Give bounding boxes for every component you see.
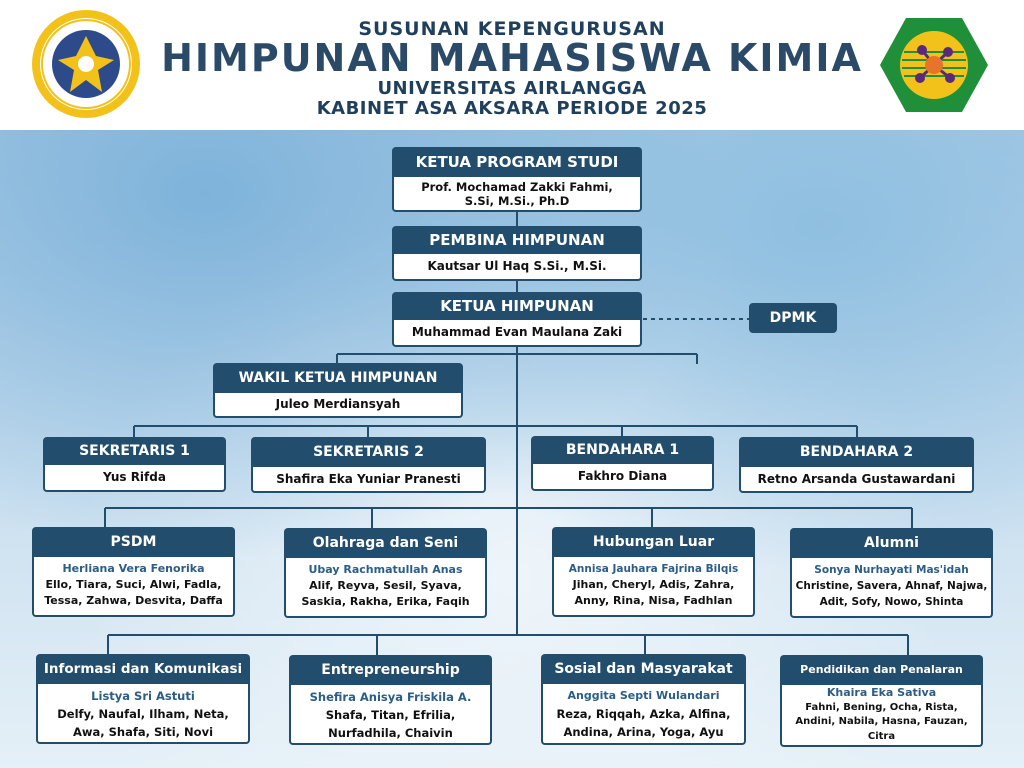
- wakil-title: WAKIL KETUA HIMPUNAN: [213, 363, 463, 393]
- ketua-name: Muhammad Evan Maulana Zaki: [392, 320, 642, 347]
- sekretaris-2-title: SEKRETARIS 2: [251, 437, 486, 467]
- division-lead: Herliana Vera Fenorika: [62, 562, 205, 575]
- division-title: Alumni: [790, 528, 993, 558]
- division-hubungan-luar: Hubungan Luar Annisa Jauhara Fajrina Bil…: [552, 527, 755, 617]
- division-body: Ubay Rachmatullah Anas Alif, Reyva, Sesi…: [284, 558, 487, 618]
- division-body: Herliana Vera Fenorika Ello, Tiara, Suci…: [32, 557, 235, 617]
- division-lead: Shefira Anisya Friskila A.: [309, 690, 472, 704]
- division-lead: Khaira Eka Sativa: [826, 686, 937, 699]
- division-title: PSDM: [32, 527, 235, 557]
- bendahara-1-name: Fakhro Diana: [531, 464, 714, 491]
- sekretaris-1-name: Yus Rifda: [43, 465, 226, 492]
- division-members-line: Tessa, Zahwa, Desvita, Daffa: [44, 594, 223, 607]
- division-members-line: Ello, Tiara, Suci, Alwi, Fadla,: [45, 578, 222, 591]
- header-line-3: UNIVERSITAS AIRLANGGA: [377, 78, 647, 99]
- bendahara-2-title: BENDAHARA 2: [739, 437, 974, 467]
- sekretaris-1-box: SEKRETARIS 1 Yus Rifda: [43, 437, 226, 492]
- division-members-line: Fahni, Bening, Ocha, Rista,: [805, 701, 958, 713]
- division-body: Khaira Eka Sativa Fahni, Bening, Ocha, R…: [780, 685, 983, 747]
- division-members-line: Jihan, Cheryl, Adis, Zahra,: [572, 578, 735, 591]
- division-body: Sonya Nurhayati Mas'idah Christine, Save…: [790, 558, 993, 618]
- division-members-line: Alif, Reyva, Sesil, Syava,: [309, 579, 462, 592]
- division-body: Anggita Septi Wulandari Reza, Riqqah, Az…: [541, 684, 746, 745]
- division-title: Pendidikan dan Penalaran: [780, 655, 983, 685]
- wakil-box: WAKIL KETUA HIMPUNAN Juleo Merdiansyah: [213, 363, 463, 418]
- division-members-line: Awa, Shafa, Siti, Novi: [72, 725, 214, 739]
- division-members-line: Andina, Arina, Yoga, Ayu: [563, 725, 724, 739]
- header-line-4: KABINET ASA AKSARA PERIODE 2025: [316, 98, 708, 119]
- division-members-line: Delfy, Naufal, Ilham, Neta,: [57, 707, 229, 721]
- division-members-line: Christine, Savera, Ahnaf, Najwa,: [795, 580, 988, 592]
- sekretaris-1-title: SEKRETARIS 1: [43, 437, 226, 465]
- kaprodi-title: KETUA PROGRAM STUDI: [392, 147, 642, 177]
- division-members-line: Reza, Riqqah, Azka, Alfina,: [556, 707, 731, 721]
- division-members-line: Adit, Sofy, Nowo, Shinta: [819, 596, 964, 608]
- division-body: Listya Sri Astuti Delfy, Naufal, Ilham, …: [36, 684, 250, 744]
- bendahara-2-box: BENDAHARA 2 Retno Arsanda Gustawardani: [739, 437, 974, 493]
- bendahara-1-title: BENDAHARA 1: [531, 436, 714, 464]
- division-title: Hubungan Luar: [552, 527, 755, 557]
- division-title: Sosial dan Masyarakat: [541, 654, 746, 684]
- ketua-box: KETUA HIMPUNAN Muhammad Evan Maulana Zak…: [392, 292, 642, 347]
- division-title: Olahraga dan Seni: [284, 528, 487, 558]
- division-members-line: Shafa, Titan, Efrilia,: [325, 708, 456, 722]
- division-title: Informasi dan Komunikasi: [36, 654, 250, 684]
- division-lead: Anggita Septi Wulandari: [567, 689, 720, 702]
- division-body: Shefira Anisya Friskila A. Shafa, Titan,…: [289, 685, 492, 745]
- division-alumni: Alumni Sonya Nurhayati Mas'idah Christin…: [790, 528, 993, 618]
- division-members-line: Saskia, Rakha, Erika, Faqih: [301, 595, 470, 608]
- division-lead: Annisa Jauhara Fajrina Bilqis: [568, 563, 739, 575]
- ketua-title: KETUA HIMPUNAN: [392, 292, 642, 320]
- division-members-line: Anny, Rina, Nisa, Fadhlan: [574, 594, 733, 607]
- division-members-line: Nurfadhila, Chaivin: [328, 726, 453, 740]
- division-psdm: PSDM Herliana Vera Fenorika Ello, Tiara,…: [32, 527, 235, 617]
- division-body: Annisa Jauhara Fajrina Bilqis Jihan, Che…: [552, 557, 755, 617]
- dpmk-box: DPMK: [749, 303, 837, 333]
- pembina-name: Kautsar Ul Haq S.Si., M.Si.: [392, 254, 642, 281]
- sekretaris-2-name: Shafira Eka Yuniar Pranesti: [251, 467, 486, 493]
- wakil-name: Juleo Merdiansyah: [213, 393, 463, 418]
- kaprodi-box: KETUA PROGRAM STUDI Prof. Mochamad Zakki…: [392, 147, 642, 212]
- pembina-title: PEMBINA HIMPUNAN: [392, 226, 642, 254]
- division-members-line: Andini, Nabila, Hasna, Fauzan,: [795, 716, 968, 727]
- university-seal-logo: [32, 10, 140, 118]
- division-olahraga-seni: Olahraga dan Seni Ubay Rachmatullah Anas…: [284, 528, 487, 618]
- division-lead: Sonya Nurhayati Mas'idah: [814, 564, 969, 576]
- division-infokom: Informasi dan Komunikasi Listya Sri Astu…: [36, 654, 250, 744]
- division-title: Entrepreneurship: [289, 655, 492, 685]
- sekretaris-2-box: SEKRETARIS 2 Shafira Eka Yuniar Pranesti: [251, 437, 486, 493]
- header: SUSUNAN KEPENGURUSAN HIMPUNAN MAHASISWA …: [0, 0, 1024, 130]
- kaprodi-name: Prof. Mochamad Zakki Fahmi, S.Si, M.Si.,…: [392, 177, 642, 212]
- division-lead: Listya Sri Astuti: [91, 689, 195, 703]
- division-lead: Ubay Rachmatullah Anas: [308, 563, 463, 576]
- pembina-box: PEMBINA HIMPUNAN Kautsar Ul Haq S.Si., M…: [392, 226, 642, 281]
- division-members-line: Citra: [867, 730, 896, 742]
- header-line-1: SUSUNAN KEPENGURUSAN: [358, 18, 666, 40]
- division-sosmas: Sosial dan Masyarakat Anggita Septi Wula…: [541, 654, 746, 745]
- header-title: HIMPUNAN MAHASISWA KIMIA: [161, 36, 863, 80]
- division-entrepreneurship: Entrepreneurship Shefira Anisya Friskila…: [289, 655, 492, 745]
- division-penalaran: Pendidikan dan Penalaran Khaira Eka Sati…: [780, 655, 983, 747]
- hima-kimia-logo: [880, 18, 988, 112]
- bendahara-2-name: Retno Arsanda Gustawardani: [739, 467, 974, 493]
- bendahara-1-box: BENDAHARA 1 Fakhro Diana: [531, 436, 714, 491]
